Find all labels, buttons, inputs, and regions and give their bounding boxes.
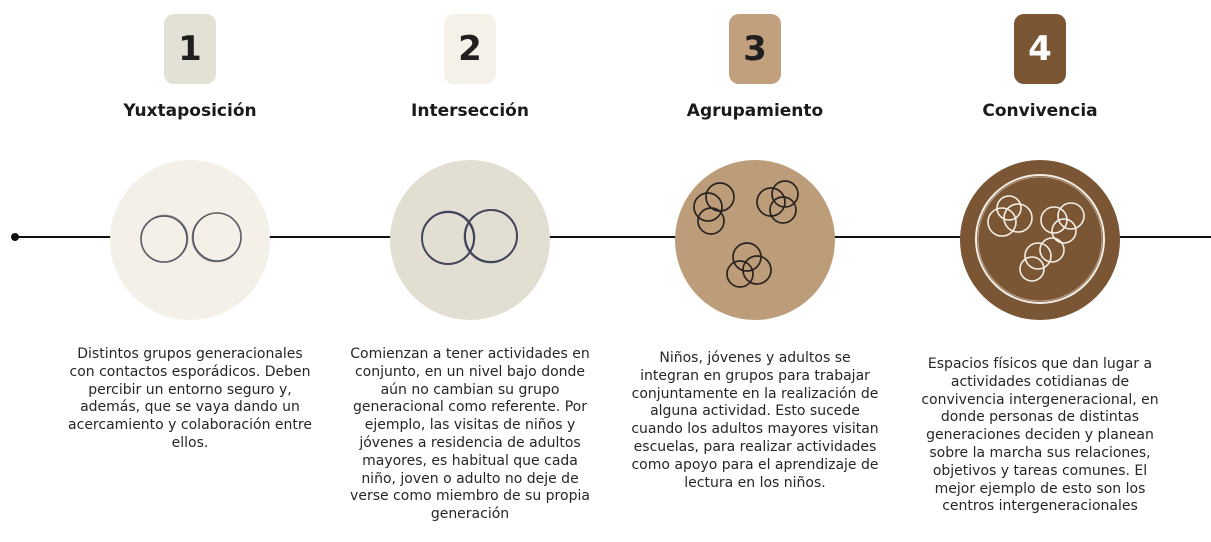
- stage-2-disc: [390, 160, 550, 320]
- stage-4-title: Convivencia: [982, 101, 1098, 121]
- stage-4-disc: [960, 160, 1120, 320]
- stage-4-number-badge: 4: [1014, 14, 1066, 84]
- timeline-line: [14, 236, 1211, 238]
- stage-3: 3 Agrupamiento Niños, jóvenes y adultos …: [620, 0, 890, 542]
- stage-3-number-badge: 3: [729, 14, 781, 84]
- two-separate-circles-icon: [140, 212, 242, 263]
- stage-3-description: Niños, jóvenes y adultos se integran en …: [631, 350, 879, 491]
- stage-2-description: Comienzan a tener actividades en conjunt…: [350, 346, 590, 523]
- stage-1: 1 Yuxtaposición Distintos grupos generac…: [55, 0, 325, 542]
- grouped-circles-icon: [693, 180, 799, 288]
- stage-3-number: 3: [743, 29, 767, 69]
- stage-1-description: Distintos grupos generacionales con cont…: [68, 346, 312, 451]
- stage-3-title: Agrupamiento: [686, 101, 824, 121]
- stage-4-description: Espacios físicos que dan lugar a activid…: [921, 356, 1159, 515]
- stage-3-disc: [675, 160, 835, 320]
- stage-2-title: Intersección: [411, 101, 529, 121]
- stage-4-number: 4: [1028, 29, 1052, 69]
- stage-4: 4 Convivencia Espacios físicos que dan l…: [905, 0, 1175, 542]
- stage-1-number-badge: 1: [164, 14, 216, 84]
- stage-2: 2 Intersección Comienzan a tener activid…: [335, 0, 605, 542]
- stage-1-disc: [110, 160, 270, 320]
- enclosed-grouped-circles-icon: [975, 174, 1105, 304]
- stage-1-title: Yuxtaposición: [123, 101, 257, 121]
- two-overlapping-circles-icon: [421, 209, 518, 265]
- stage-2-number: 2: [458, 29, 482, 69]
- timeline-start-dot: [11, 233, 19, 241]
- stage-2-number-badge: 2: [444, 14, 496, 84]
- stage-1-number: 1: [178, 29, 202, 69]
